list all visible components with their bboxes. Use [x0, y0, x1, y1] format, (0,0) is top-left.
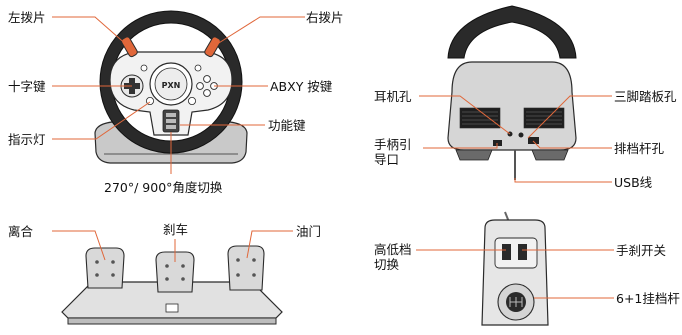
label-headphone-jack: 耳机孔	[374, 89, 412, 104]
steering-wheel-rear	[447, 5, 577, 180]
label-range-switch-line1: 高低档	[374, 242, 412, 257]
wheel-logo: PXN	[162, 81, 181, 90]
label-handle-guide-line1: 手柄引	[374, 137, 412, 152]
label-brake: 刹车	[163, 222, 189, 237]
label-range-switch: 高低档 切换	[374, 242, 412, 272]
pedal-set	[61, 245, 283, 325]
gear-shifter	[481, 211, 549, 326]
label-left-paddle: 左拨片	[8, 10, 46, 25]
label-abxy: ABXY 按键	[270, 79, 333, 94]
label-handle-guide: 手柄引 导口	[374, 137, 412, 167]
label-handbrake: 手刹开关	[616, 243, 667, 258]
label-angle-switch: 270°/ 900°角度切换	[104, 180, 223, 195]
label-shifter: 6+1挂档杆	[616, 291, 680, 306]
label-indicator: 指示灯	[8, 132, 46, 147]
label-handle-guide-line2: 导口	[374, 152, 400, 167]
label-range-switch-line2: 切换	[374, 257, 400, 272]
label-function-keys: 功能键	[268, 118, 306, 133]
label-right-paddle: 右拨片	[306, 10, 344, 25]
label-usb-cable: USB线	[614, 175, 653, 190]
label-throttle: 油门	[296, 224, 322, 239]
label-dpad: 十字键	[8, 79, 46, 94]
label-clutch: 离合	[8, 224, 34, 239]
leader-lines	[52, 16, 614, 299]
label-pedal-port: 三脚踏板孔	[614, 89, 677, 104]
label-shifter-port: 排档杆孔	[614, 141, 665, 156]
